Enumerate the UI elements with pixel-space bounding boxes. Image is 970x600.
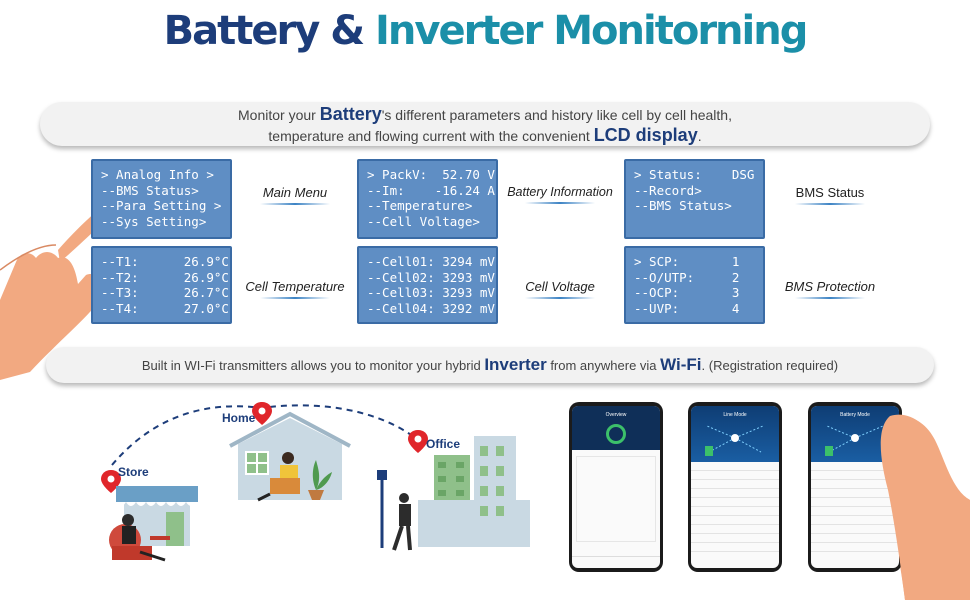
battery-description-banner: Monitor your Battery's different paramet…	[40, 102, 930, 146]
flow-diagram-icon	[825, 425, 884, 456]
title-inverter: Inverter Monitorning	[375, 8, 808, 54]
phone-line-mode-header: Line Mode	[723, 412, 747, 418]
label-bms-protection: BMS Protection	[778, 279, 882, 299]
lcd-battery-info: > PackV: 52.70 V --Im: -16.24 A --Temper…	[357, 159, 498, 239]
office-illustration	[377, 436, 530, 551]
battery-desc-line2: temperature and flowing current with the…	[268, 128, 594, 144]
label-main-menu: Main Menu	[250, 185, 340, 205]
battery-gauge-icon	[606, 424, 626, 444]
lcd-cell-voltage: --Cell01: 3294 mV --Cell02: 3293 mV --Ce…	[357, 246, 498, 324]
energy-chart-area	[576, 456, 656, 542]
label-cell-voltage: Cell Voltage	[514, 279, 606, 299]
office-label: Office	[426, 437, 461, 451]
title-battery: Battery	[163, 8, 321, 54]
phone-overview: Overview	[569, 402, 663, 572]
phone-line-mode: Line Mode	[688, 402, 782, 572]
title-amp: &	[318, 8, 376, 54]
inverter-highlight: Inverter	[484, 355, 547, 374]
label-battery-info: Battery Information	[504, 185, 616, 204]
label-bms-status: BMS Status	[782, 185, 878, 205]
lcd-bms-status: > Status: DSG --Record> --BMS Status>	[624, 159, 765, 239]
battery-brand: Battery	[319, 104, 382, 124]
flow-diagram-icon	[705, 425, 764, 456]
phone-tab-bar	[572, 556, 660, 568]
lcd-cell-temperature: --T1: 26.9°C --T2: 26.9°C --T3: 26.7°C -…	[91, 246, 232, 324]
wifi-desc-pre: Built in WI-Fi transmitters allows you t…	[141, 358, 485, 373]
store-label: Store	[118, 465, 149, 479]
home-illustration	[229, 411, 351, 502]
phone-overview-screen: Overview	[572, 406, 660, 568]
office-pin-icon	[408, 430, 428, 453]
battery-desc-pre: Monitor your	[238, 107, 320, 123]
wifi-desc-mid: from anywhere via	[546, 358, 661, 373]
wifi-highlight: Wi-Fi	[660, 355, 702, 374]
lcd-bms-protection: > SCP: 1 --O/UTP: 2 --OCP: 3 --UVP: 4	[624, 246, 765, 324]
battery-desc-post: 's different parameters and history like…	[381, 107, 732, 123]
phone-battery-mode-header: Battery Mode	[840, 412, 870, 418]
phone-battery-mode-screen: Battery Mode	[811, 406, 899, 568]
battery-desc-end: .	[697, 128, 702, 144]
wifi-desc-post: . (Registration required)	[701, 358, 839, 373]
store-illustration	[109, 486, 198, 562]
phone-overview-header: Overview	[605, 412, 627, 418]
home-label: Home	[222, 411, 256, 425]
phone-battery-mode: Battery Mode	[808, 402, 902, 572]
phone-line-mode-screen: Line Mode	[691, 406, 779, 568]
wifi-description-banner: Built in WI-Fi transmitters allows you t…	[46, 347, 934, 383]
lcd-display-highlight: LCD display	[593, 125, 698, 145]
home-pin-icon	[252, 402, 272, 425]
lcd-main-menu: > Analog Info > --BMS Status> --Para Set…	[91, 159, 232, 239]
label-cell-temperature: Cell Temperature	[240, 279, 350, 299]
page-title: Battery & Inverter Monitorning	[0, 8, 970, 54]
